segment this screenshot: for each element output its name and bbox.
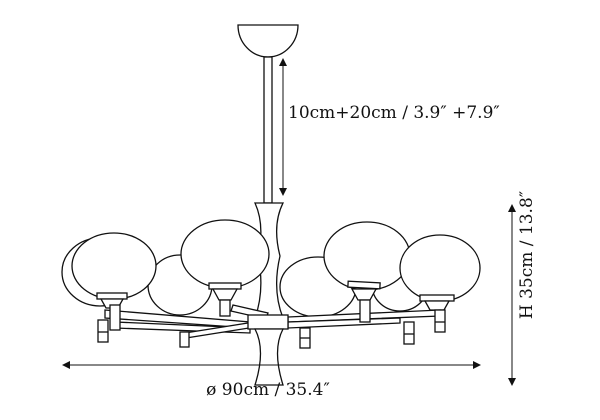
rod	[263, 56, 273, 204]
front-globes	[71, 219, 481, 302]
drop-length-label: 10cm+20cm / 3.9″ +7.9″	[288, 103, 500, 123]
canopy	[237, 24, 299, 58]
candle-cups	[97, 299, 446, 349]
height-label: H 35cm / 13.8″	[517, 190, 537, 320]
diameter-label: ø 90cm / 35.4″	[206, 380, 330, 400]
body-lower	[253, 328, 285, 386]
